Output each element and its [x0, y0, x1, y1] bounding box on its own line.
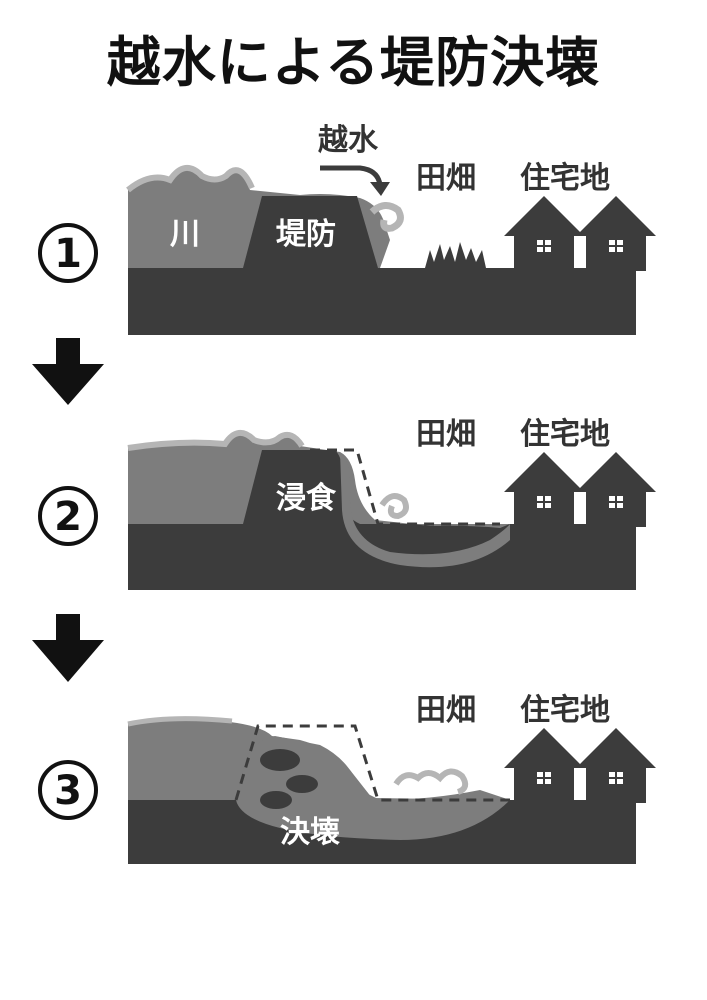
- overflow-arrow-head: [370, 182, 390, 196]
- house-icon: [503, 195, 585, 272]
- debris-rock: [260, 791, 292, 809]
- wave-icon: [379, 493, 409, 520]
- erosion-label: 浸食: [276, 481, 337, 516]
- original-levee-outline: [310, 448, 500, 526]
- step-number-circle: [38, 760, 98, 820]
- field-label: 田畑: [416, 161, 476, 196]
- breach-label: 決壊: [280, 815, 340, 850]
- overflow-label: 越水: [318, 123, 379, 158]
- step-number-circle: [38, 486, 98, 546]
- river-label: 川: [170, 217, 200, 252]
- house-icon: [575, 195, 657, 272]
- wave-icon: [126, 165, 255, 193]
- down-arrow-icon: [32, 614, 104, 682]
- house-icon: [503, 727, 585, 804]
- field-label: 田畑: [416, 417, 476, 452]
- wave-icon: [393, 768, 469, 795]
- wave-icon: [127, 716, 233, 727]
- house-icon: [575, 451, 657, 528]
- down-arrow-icon: [32, 338, 104, 405]
- breach-flow: [236, 736, 510, 840]
- grass-icon: [425, 242, 486, 268]
- step-number: 1: [54, 231, 82, 277]
- residential-label: 住宅地: [520, 693, 610, 728]
- step-2-panel: 2 浸食 田畑 住宅地: [38, 417, 657, 590]
- step-number-circle: [38, 223, 98, 283]
- levee-label: 堤防: [276, 217, 336, 252]
- levee: [243, 196, 378, 268]
- wave-icon: [127, 430, 305, 451]
- ground: [128, 268, 636, 335]
- original-levee-outline: [234, 724, 510, 802]
- house-icon: [575, 727, 657, 804]
- wave-icon: [369, 202, 404, 232]
- residential-label: 住宅地: [520, 161, 610, 196]
- residential-label: 住宅地: [520, 417, 610, 452]
- levee: [243, 450, 360, 524]
- diagram-title: 越水による堤防決壊: [106, 31, 601, 94]
- step-3-panel: 3 決壊 田畑 住宅地: [38, 693, 657, 864]
- debris-rock: [286, 775, 318, 793]
- debris-rock: [260, 749, 300, 771]
- step-number: 2: [54, 494, 82, 540]
- field-label: 田畑: [416, 693, 476, 728]
- step-number: 3: [54, 768, 82, 814]
- step-1-panel: 1 越水 川 堤防 田畑 住宅地: [38, 123, 657, 335]
- house-icon: [503, 451, 585, 528]
